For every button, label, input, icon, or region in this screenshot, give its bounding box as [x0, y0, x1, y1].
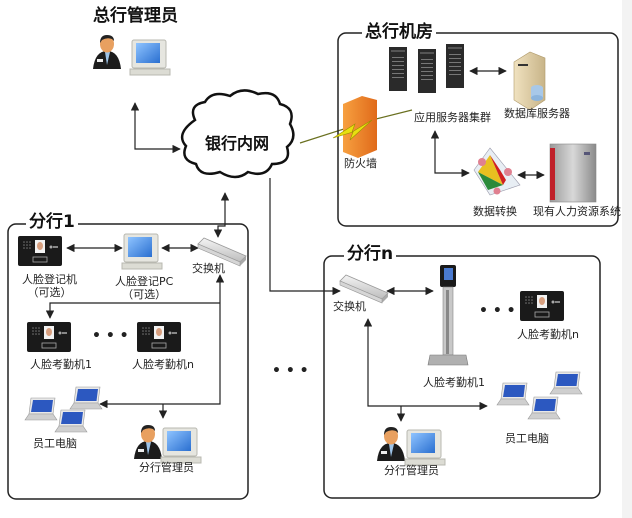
- branchn-title: 分行n: [344, 244, 397, 264]
- branchn-employee-pcs-label: 员工电脑: [505, 432, 549, 445]
- hr-system-label: 现有人力资源系统: [533, 205, 621, 218]
- branch1-admin-monitor-icon: [160, 427, 202, 464]
- branchn-switch-icon: [339, 274, 389, 304]
- between-branches-ellipsis: • • •: [272, 363, 309, 379]
- branch1-title: 分行1: [26, 212, 78, 232]
- branchn-admin-monitor-icon: [404, 429, 446, 466]
- branch1-box: [7, 223, 249, 500]
- link-intranet-branchn-switch: [269, 178, 341, 296]
- face-register-pc-line2: （可选）: [122, 288, 167, 301]
- right-edge-strip: [622, 0, 632, 518]
- branch1-terminal-n-icon: [136, 321, 182, 353]
- branch1-employee-pcs-label: 员工电脑: [33, 437, 77, 450]
- branch1-admin-label: 分行管理员: [139, 461, 194, 474]
- hq-room-title: 总行机房: [362, 22, 436, 42]
- branch1-switch-label: 交换机: [192, 262, 225, 275]
- branch1-terminal-1-icon: [26, 321, 72, 353]
- branchn-terminal-n-label: 人脸考勤机n: [517, 328, 579, 341]
- hq-admin-monitor-icon: [129, 39, 171, 76]
- branch1-terminal-1-label: 人脸考勤机1: [30, 358, 92, 371]
- face-register-pc-icon: [121, 233, 163, 270]
- hr-system-icon: [549, 143, 597, 203]
- face-register-line2: （可选）: [27, 286, 72, 299]
- branchn-ellipsis: • • •: [479, 303, 516, 319]
- face-register-terminal-icon: [17, 235, 63, 267]
- data-convert-icon: [473, 147, 521, 196]
- link-branchn-bus: [363, 318, 488, 411]
- app-server-cluster-icon: [389, 44, 464, 93]
- branchn-switch-label: 交换机: [333, 300, 366, 313]
- branch1-employee-pcs-icon: [24, 386, 103, 433]
- branchn-terminal-n-icon: [519, 290, 565, 322]
- face-register-pc-label: 人脸登记PC （可选）: [115, 275, 173, 301]
- branch1-terminal-n-label: 人脸考勤机n: [132, 358, 194, 371]
- data-convert-label: 数据转换: [473, 205, 517, 218]
- branchn-admin-label: 分行管理员: [384, 464, 439, 477]
- link-hq-admin-intranet: [130, 102, 181, 154]
- hq-admin-title: 总行管理员: [93, 6, 178, 26]
- branchn-terminal-1-label: 人脸考勤机1: [423, 376, 485, 389]
- hq-admin-person-icon: [93, 35, 121, 69]
- intranet-cloud: [180, 89, 295, 179]
- db-server-icon: [513, 51, 546, 111]
- branch1-ellipsis: • • •: [92, 328, 129, 344]
- link-branch1-terminals: [45, 302, 220, 319]
- face-register-label: 人脸登记机 （可选）: [22, 273, 77, 299]
- branch1-admin-person-icon: [134, 425, 162, 459]
- firewall-icon: [332, 96, 377, 158]
- branchn-box: [323, 255, 601, 499]
- face-register-line1: 人脸登记机: [22, 273, 77, 286]
- link-intranet-branch1-switch: [213, 192, 230, 238]
- branchn-employee-pcs-icon: [496, 371, 583, 420]
- link-switch-branch1-bus: [99, 274, 225, 409]
- branchn-terminal-1-icon: [427, 265, 469, 366]
- face-register-pc-line1: 人脸登记PC: [115, 275, 174, 288]
- branchn-admin-person-icon: [377, 427, 405, 461]
- intranet-label: 银行内网: [205, 134, 270, 153]
- db-server-label: 数据库服务器: [504, 107, 570, 120]
- link-cluster-convert: [430, 130, 470, 178]
- firewall-label: 防火墙: [344, 157, 377, 170]
- hq-room-box: [337, 32, 619, 227]
- app-cluster-label: 应用服务器集群: [414, 111, 491, 124]
